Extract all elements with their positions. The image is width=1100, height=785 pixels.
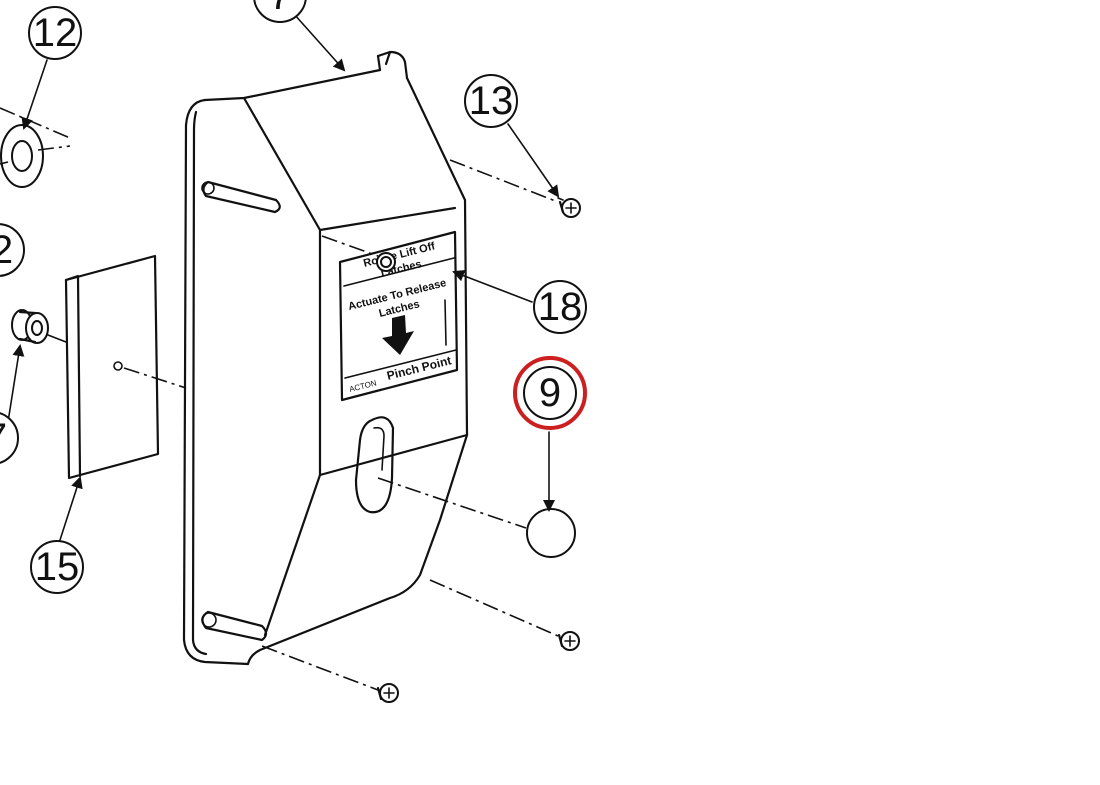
down-arrow-icon <box>382 315 414 355</box>
screw-top-right <box>449 159 581 218</box>
washer <box>0 107 71 188</box>
leader-lines <box>7 13 560 541</box>
housing-cover <box>182 50 469 666</box>
callout-7-left: 7 <box>0 412 19 464</box>
screw-bottom <box>261 645 399 703</box>
grommet <box>11 309 67 344</box>
latch-screw <box>321 235 396 272</box>
callout-2-label: 2 <box>0 228 13 272</box>
decal-pinch-point: Pinch Point <box>385 353 452 383</box>
callout-9-highlight-ring <box>513 356 587 430</box>
screw-bottom-right <box>429 579 580 651</box>
callout-9: 9 <box>513 356 587 430</box>
callout-13-label: 13 <box>469 79 514 123</box>
callout-9-label: 9 <box>539 371 561 415</box>
callout-7-top: 7 <box>253 0 307 23</box>
callout-18: 18 <box>533 280 587 334</box>
warning-decal: Rotate Lift Off Latches Actuate To Relea… <box>338 230 459 402</box>
callout-18-label: 18 <box>538 285 583 329</box>
mounting-plate <box>64 254 187 480</box>
hole-plug <box>377 477 576 558</box>
callout-2: 2 <box>0 223 25 277</box>
callout-15-label: 15 <box>35 545 80 589</box>
callout-12-label: 12 <box>33 11 78 55</box>
callout-7-left-label: 7 <box>0 416 7 460</box>
callout-12: 12 <box>28 6 82 60</box>
callout-15: 15 <box>30 540 84 594</box>
callout-7-top-label: 7 <box>269 0 291 18</box>
callout-13: 13 <box>464 74 518 128</box>
